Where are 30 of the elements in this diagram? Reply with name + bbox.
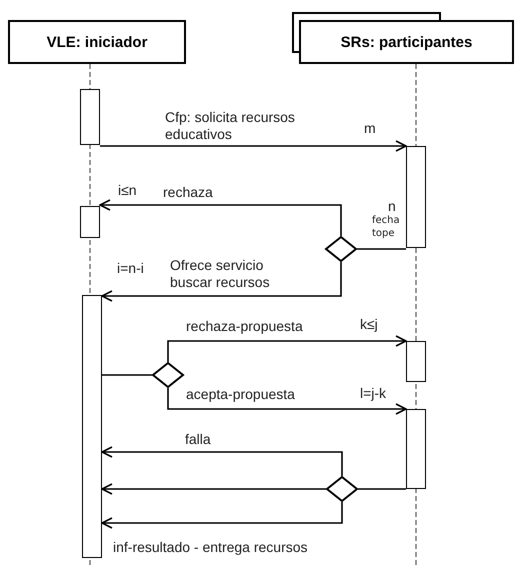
connector-line: [358, 488, 406, 490]
multiplicity-label: n: [388, 198, 396, 214]
message-label: inf-resultado - entrega recursos: [113, 539, 308, 556]
message-arrow: [167, 335, 407, 362]
connector-line: [357, 248, 406, 250]
activation-bar: [80, 89, 100, 145]
message-arrow: [101, 262, 342, 302]
multiplicity-label: i=n-i: [117, 260, 144, 276]
decision-diamond: [326, 476, 358, 502]
multiplicity-label: i≤n: [118, 182, 137, 198]
decision-diamond: [325, 236, 357, 262]
multiplicity-label: fecha tope: [372, 214, 401, 240]
multiplicity-label: m: [364, 120, 376, 136]
multiplicity-label: k≤j: [360, 316, 378, 332]
activation-bar: [82, 295, 102, 558]
decision-diamond: [152, 362, 184, 388]
message-label: rechaza-propuesta: [186, 318, 303, 335]
message-arrow: [100, 140, 407, 152]
activation-bar: [406, 409, 426, 489]
activation-bar: [80, 206, 100, 238]
activation-bar: [406, 146, 426, 248]
message-arrow: [101, 483, 326, 495]
activation-bar: [406, 341, 426, 382]
message-arrow: [101, 446, 343, 476]
lifeline-head-box: VLE: iniciador: [8, 20, 186, 64]
multiplicity-label: l=j-k: [360, 385, 386, 401]
connector-line: [102, 374, 152, 376]
message-arrow: [167, 388, 407, 415]
message-arrow: [101, 502, 343, 529]
message-arrow: [99, 199, 342, 236]
